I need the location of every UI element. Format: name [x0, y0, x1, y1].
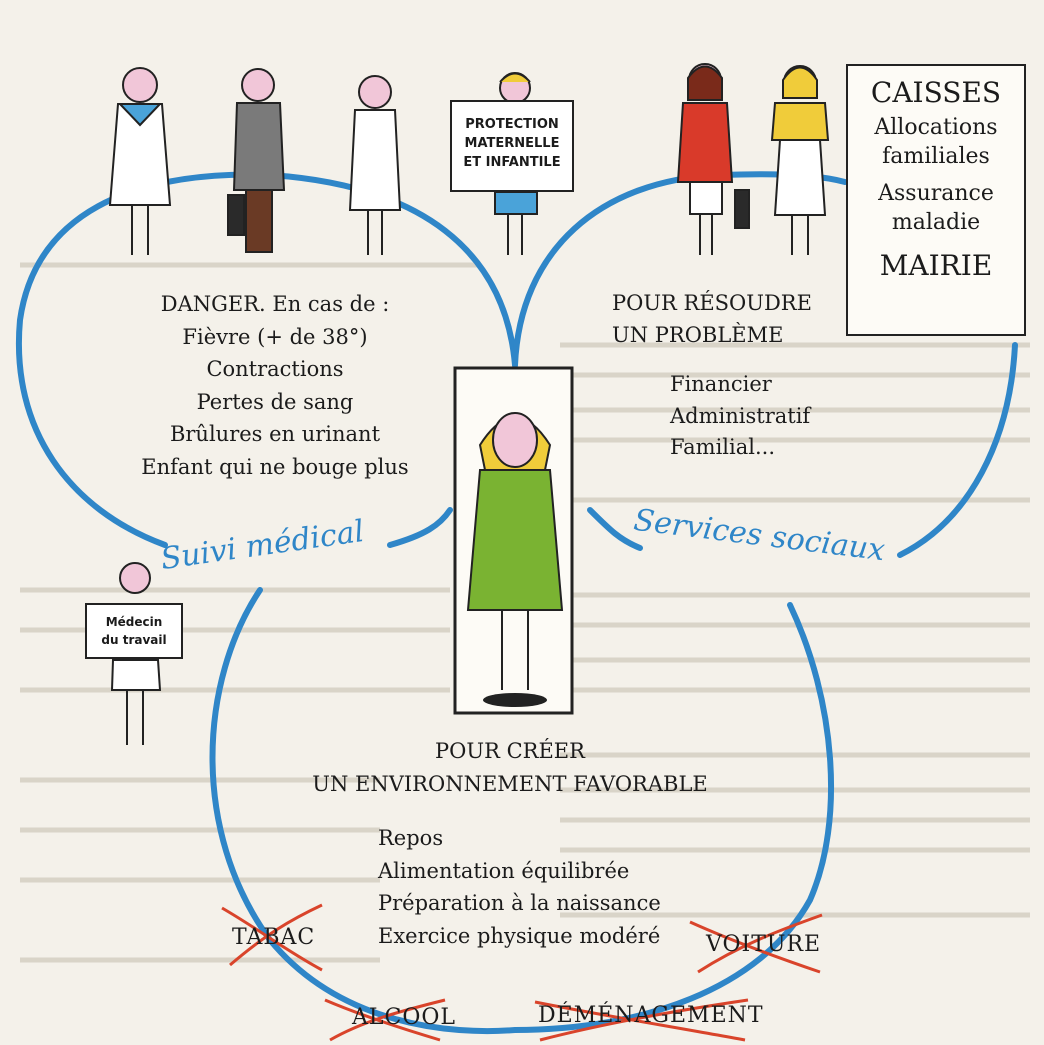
probleme-block: POUR RÉSOUDRE UN PROBLÈME Financier Admi…: [612, 288, 812, 464]
caisses-title: CAISSES: [870, 76, 1002, 109]
danger-item: Contractions: [206, 357, 344, 382]
voiture-crossed: VOITURE: [706, 932, 822, 957]
strike-demenagement-2: [539, 998, 749, 1042]
strike-voiture: [689, 920, 821, 974]
medecin-sign-line2: du travail: [101, 633, 167, 647]
environnement-items: Repos Alimentation équilibrée Préparatio…: [378, 822, 661, 952]
environnement-item: Exercice physique modéré: [378, 923, 661, 948]
probleme-heading-line2: UN PROBLÈME: [612, 322, 784, 347]
right-curve-lower: [587, 507, 643, 551]
strike-demenagement: [534, 1000, 746, 1042]
strike-voiture-2: [697, 913, 823, 974]
environnement-heading-line1: POUR CRÉER: [435, 739, 585, 763]
tabac-crossed: TABAC: [232, 925, 316, 950]
bottom-curve: [209, 587, 835, 1035]
strike-tabac: [221, 906, 323, 972]
danger-heading: DANGER. En cas de :: [160, 292, 390, 316]
medecin-du-travail-sign: Médecin du travail: [85, 603, 183, 659]
environnement-item: Préparation à la naissance: [378, 891, 661, 916]
strike-tabac-2: [229, 903, 323, 967]
environnement-heading-line2: UN ENVIRONNEMENT FAVORABLE: [312, 771, 708, 796]
environnement-item: Alimentation équilibrée: [378, 858, 630, 883]
medecin-sign-line1: Médecin: [105, 615, 163, 629]
environnement-item: Repos: [378, 826, 444, 850]
alcool-crossed: ALCOOL: [352, 1005, 457, 1030]
danger-item: Pertes de sang: [196, 389, 354, 414]
background-print-texture: [20, 262, 1030, 963]
caisses-line3: Assurance: [878, 181, 994, 206]
pmi-sign-line3: ET INFANTILE: [463, 154, 561, 170]
strike-marks: [221, 903, 823, 1042]
left-curve-lower: [387, 507, 453, 548]
woman-yellow-figure: [770, 65, 830, 255]
businessman-figure: [227, 68, 286, 253]
demenagement-crossed: DÉMÉNAGEMENT: [538, 1003, 764, 1028]
girl-with-sign-figure: [494, 72, 538, 255]
pmi-sign: PROTECTION MATERNELLE ET INFANTILE: [450, 100, 574, 192]
probleme-item: Administratif: [670, 403, 811, 428]
probleme-item: Financier: [670, 372, 772, 396]
danger-item: Enfant qui ne bouge plus: [141, 454, 409, 479]
strike-alcool: [324, 998, 441, 1042]
danger-item: Brûlures en urinant: [169, 422, 381, 447]
nurse-figure: [348, 75, 402, 255]
danger-block: DANGER. En cas de : Fièvre (+ de 38°) Co…: [110, 288, 440, 483]
environnement-heading: POUR CRÉER UN ENVIRONNEMENT FAVORABLE: [300, 735, 720, 800]
caisses-line2: familiales: [882, 144, 990, 169]
danger-item: Fièvre (+ de 38°): [182, 324, 368, 349]
pmi-sign-line1: PROTECTION: [465, 117, 559, 132]
doctor-figure: [108, 67, 172, 255]
probleme-item: Familial...: [670, 435, 775, 459]
right-curve-end: [897, 342, 1018, 558]
mairie-label: MAIRIE: [879, 249, 993, 282]
caisses-line4: maladie: [891, 210, 981, 235]
strike-alcool-2: [329, 998, 446, 1042]
caisses-line1: Allocations: [874, 115, 998, 140]
occupational-doctor-figure: [110, 562, 162, 745]
pmi-sign-line2: MATERNELLE: [464, 135, 560, 151]
probleme-heading-line1: POUR RÉSOUDRE: [612, 291, 812, 315]
pregnant-woman-panel: [453, 366, 574, 715]
caisses-box: CAISSES Allocations familiales Assurance…: [846, 64, 1026, 336]
woman-red-figure: [676, 63, 750, 255]
